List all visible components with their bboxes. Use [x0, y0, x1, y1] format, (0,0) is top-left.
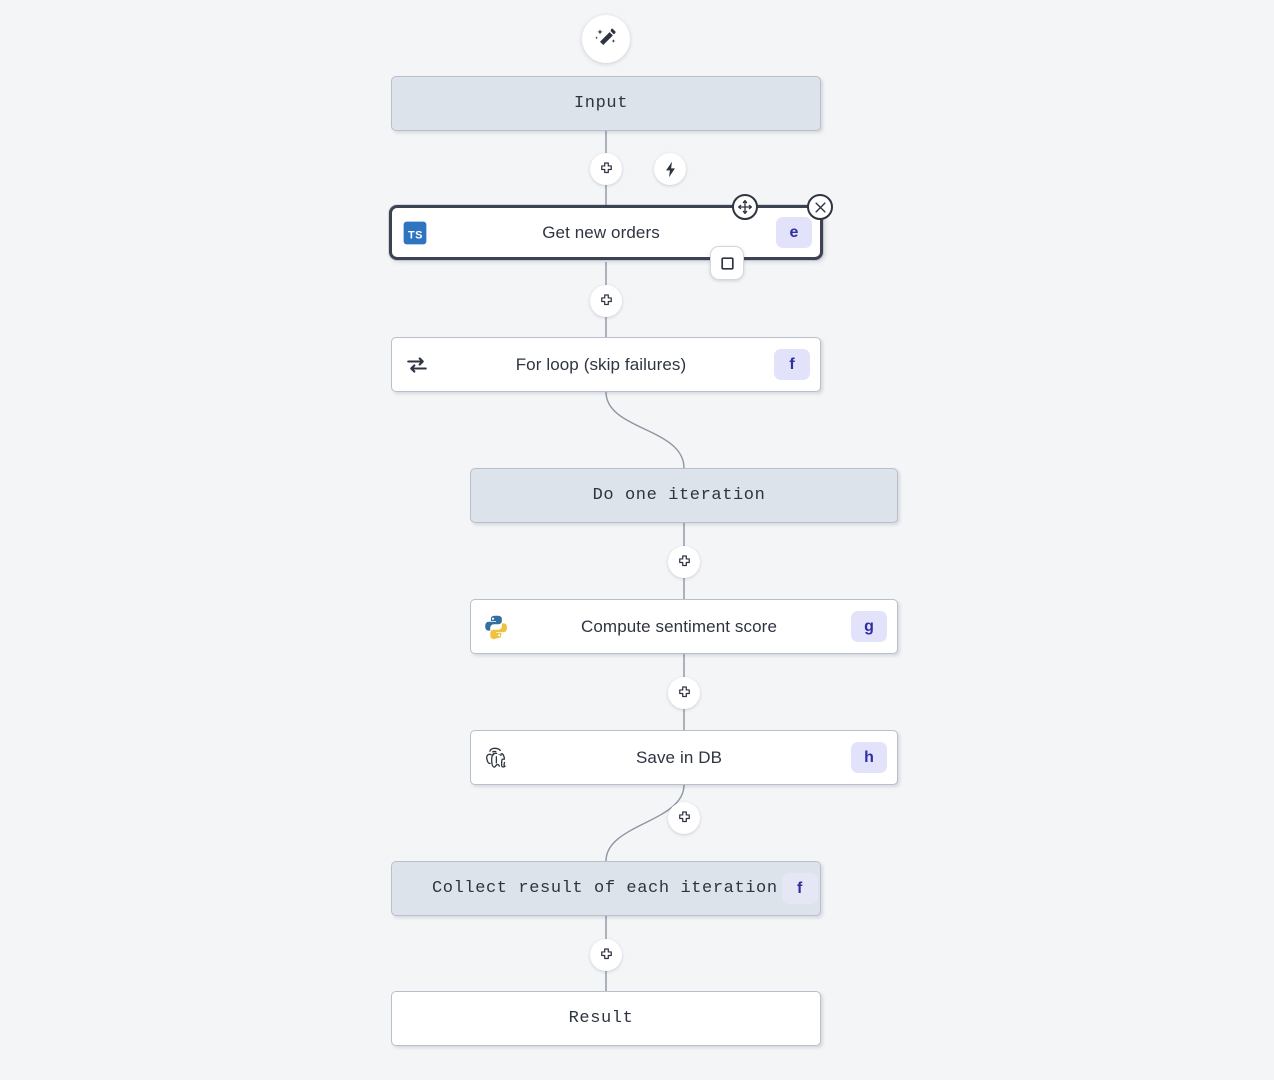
add-after-collect-button[interactable] [590, 939, 622, 971]
postgres-icon [481, 743, 511, 773]
flow-node-compute-sentiment-score[interactable]: Compute sentiment score g [470, 599, 898, 654]
flow-node-for-loop[interactable]: For loop (skip failures) f [391, 337, 821, 392]
node-label: Collect result of each iteration [432, 879, 778, 898]
add-after-get-orders-button[interactable] [590, 285, 622, 317]
plus-icon [674, 808, 694, 828]
plus-icon [596, 945, 616, 965]
node-move-handle[interactable] [732, 194, 758, 220]
add-after-sentiment-button[interactable] [668, 677, 700, 709]
flow-node-get-new-orders[interactable]: TS Get new orders e [389, 205, 823, 260]
node-label: Do one iteration [592, 486, 766, 505]
plus-icon [596, 159, 616, 179]
loop-icon [402, 350, 432, 380]
node-label: For loop (skip failures) [515, 354, 687, 374]
node-shortcut-badge[interactable]: g [851, 611, 887, 642]
python-icon [481, 612, 511, 642]
ai-assistant-button[interactable] [582, 15, 630, 63]
typescript-icon: TS [400, 218, 430, 248]
lightning-icon [660, 159, 680, 179]
flow-node-save-in-db[interactable]: Save in DB h [470, 730, 898, 785]
node-shortcut-badge[interactable]: h [851, 742, 887, 773]
plus-icon [674, 552, 694, 572]
add-after-save-db-button[interactable] [668, 802, 700, 834]
node-label: Input [573, 94, 628, 113]
close-icon [814, 201, 826, 213]
move-icon [738, 200, 752, 214]
flow-node-result[interactable]: Result [391, 991, 821, 1046]
add-trigger-button[interactable] [654, 153, 686, 185]
add-after-input-button[interactable] [590, 153, 622, 185]
node-label: Result [568, 1009, 634, 1028]
node-label: Compute sentiment score [581, 616, 777, 636]
node-expand-button[interactable] [710, 246, 744, 280]
add-in-iteration-button[interactable] [668, 546, 700, 578]
edge-for-loop-to-do-one-iteration [605, 391, 685, 469]
square-icon [720, 256, 734, 270]
node-label: Get new orders [542, 222, 660, 242]
node-label: Save in DB [635, 747, 723, 767]
plus-icon [596, 291, 616, 311]
svg-text:TS: TS [408, 229, 423, 241]
node-shortcut-badge[interactable]: f [774, 349, 810, 380]
magic-wand-icon [595, 28, 616, 45]
node-shortcut-badge[interactable]: e [776, 217, 812, 248]
flow-node-do-one-iteration[interactable]: Do one iteration [470, 468, 898, 523]
plus-icon [674, 683, 694, 703]
node-close-button[interactable] [807, 194, 833, 220]
node-shortcut-badge[interactable]: f [781, 873, 818, 904]
flow-node-input[interactable]: Input [391, 76, 821, 131]
